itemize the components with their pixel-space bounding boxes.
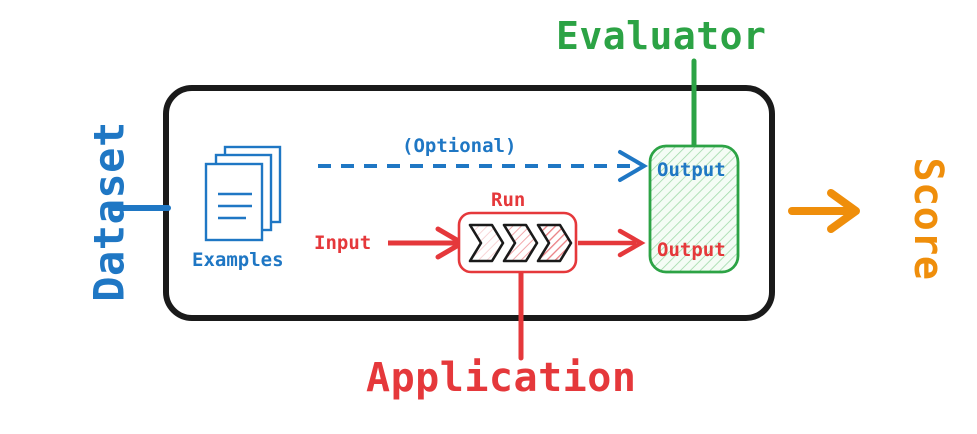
score-arrow-icon (788, 189, 860, 233)
dataset-label: Dataset (84, 121, 134, 302)
output-prediction-label: Output (657, 239, 726, 261)
application-boundary (163, 85, 775, 321)
run-label: Run (491, 189, 526, 211)
document-stack-icon (204, 145, 282, 242)
dashed-arrow-icon (318, 150, 648, 182)
evaluator-output-box (648, 144, 740, 274)
output-reference-label: Output (657, 159, 726, 181)
chevron-pipeline-icon (468, 223, 573, 263)
input-arrow-icon (388, 226, 467, 260)
optional-label: (Optional) (402, 135, 517, 157)
examples-label: Examples (192, 249, 284, 271)
output-arrow-icon (578, 228, 646, 258)
score-label: Score (905, 157, 951, 281)
evaluator-label: Evaluator (556, 14, 767, 58)
application-label: Application (366, 355, 637, 401)
input-label: Input (314, 232, 372, 254)
